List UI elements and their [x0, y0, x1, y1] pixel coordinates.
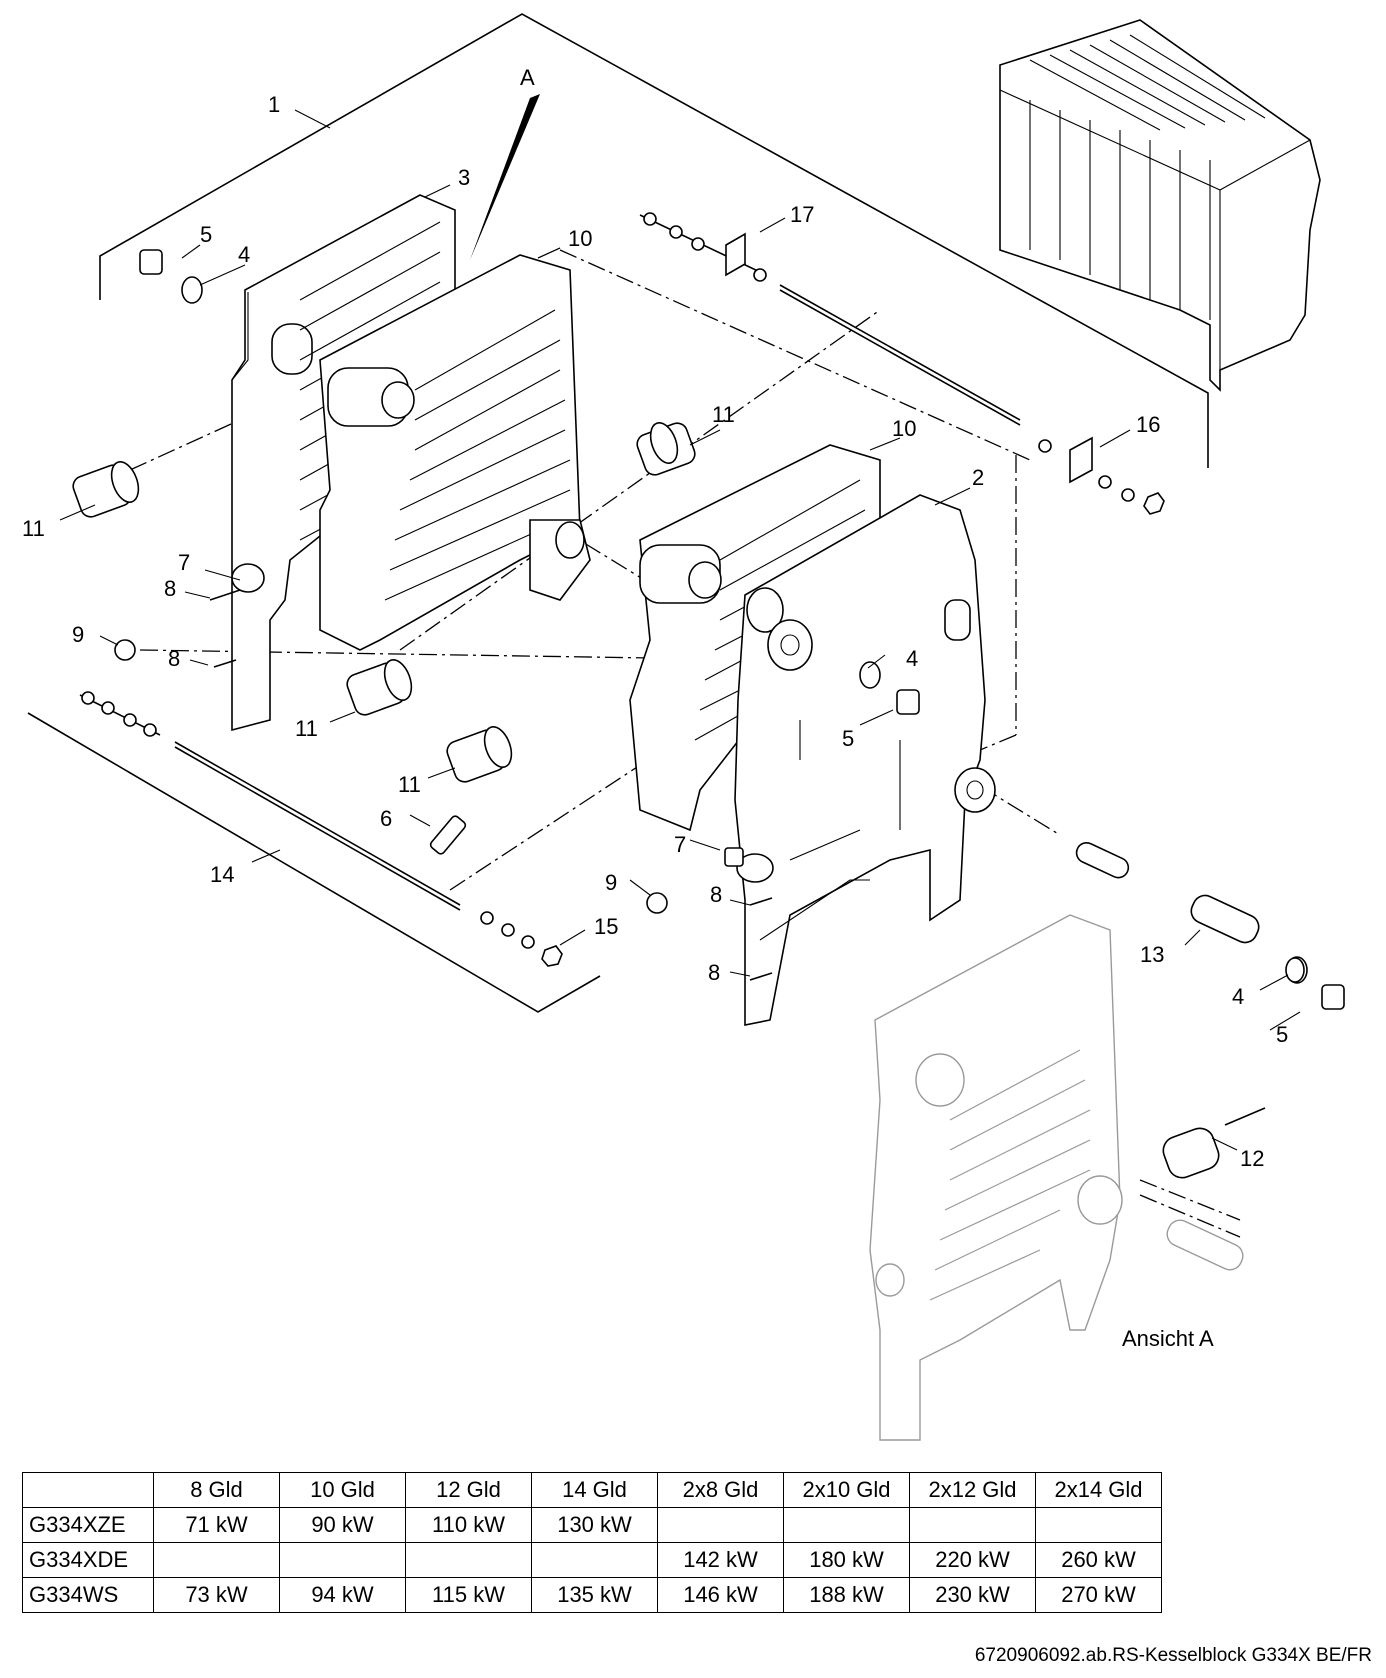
tie-rod-lower: [79, 691, 563, 967]
callout-8: 8: [708, 960, 720, 985]
table-cell: 260 kW: [1035, 1542, 1162, 1578]
middle-section-left: [319, 254, 591, 651]
column-header: 8 Gld: [153, 1472, 280, 1508]
table-cell: [153, 1542, 280, 1578]
table-cell: 110 kW: [405, 1507, 532, 1543]
table-row: G334XDE 142 kW 180 kW 220 kW 260 kW: [22, 1542, 1162, 1578]
table-cell: 94 kW: [279, 1577, 406, 1613]
callout-3: 3: [458, 165, 470, 190]
output-table: 8 Gld 10 Gld 12 Gld 14 Gld 2x8 Gld 2x10 …: [22, 1472, 1162, 1613]
callout-labels: 1 A 3 5 4 10 17 11 10 16 2 11 7 8 9 8 4 …: [22, 65, 1288, 1351]
view-a-arrow: [470, 94, 540, 260]
callout-13: 13: [1140, 942, 1164, 967]
callout-4: 4: [238, 242, 250, 267]
table-cell: 130 kW: [531, 1507, 658, 1543]
table-cell: 71 kW: [153, 1507, 280, 1543]
callout-a: A: [520, 65, 535, 90]
row-model: G334WS: [22, 1577, 154, 1613]
table-row: G334XZE 71 kW 90 kW 110 kW 130 kW: [22, 1507, 1162, 1543]
sleeves: [72, 422, 696, 783]
callout-11: 11: [22, 516, 45, 541]
table-cell: 135 kW: [531, 1577, 658, 1613]
column-header: 14 Gld: [531, 1472, 658, 1508]
front-end-section: [734, 494, 996, 1026]
row-model: G334XZE: [22, 1507, 154, 1543]
table-cell: [531, 1542, 658, 1578]
callout-16: 16: [1136, 412, 1160, 437]
table-cell: [1035, 1507, 1162, 1543]
column-header: 2x14 Gld: [1035, 1472, 1162, 1508]
callout-15: 15: [594, 914, 618, 939]
callout-11: 11: [295, 716, 318, 741]
table-cell: 188 kW: [783, 1577, 910, 1613]
assembly-frame: [27, 13, 1209, 1013]
row-model: G334XDE: [22, 1542, 154, 1578]
tie-rod-upper: [639, 212, 1165, 515]
callout-6: 6: [380, 806, 392, 831]
table-cell: [783, 1507, 910, 1543]
view-a-section: [869, 914, 1266, 1441]
table-cell: 270 kW: [1035, 1577, 1162, 1613]
table-cell: 115 kW: [405, 1577, 532, 1613]
column-header: 2x8 Gld: [657, 1472, 784, 1508]
callout-7: 7: [674, 832, 686, 857]
callout-1: 1: [268, 92, 280, 117]
document-reference: 6720906092.ab.RS-Kesselblock G334X BE/FR: [974, 1645, 1372, 1666]
callout-8: 8: [168, 646, 180, 671]
callout-9: 9: [72, 622, 84, 647]
callout-11: 11: [398, 772, 421, 797]
column-header: 2x12 Gld: [909, 1472, 1036, 1508]
table-cell: [909, 1507, 1036, 1543]
callout-4: 4: [1232, 984, 1244, 1009]
callout-8: 8: [164, 576, 176, 601]
column-header: 12 Gld: [405, 1472, 532, 1508]
column-header: 2x10 Gld: [783, 1472, 910, 1508]
callout-leaders: [59, 109, 1301, 1151]
table-cell: [405, 1542, 532, 1578]
exploded-view-drawing: 1 A 3 5 4 10 17 11 10 16 2 11 7 8 9 8 4 …: [22, 13, 1345, 1441]
table-cell: 230 kW: [909, 1577, 1036, 1613]
table-row: G334WS 73 kW 94 kW 115 kW 135 kW 146 kW …: [22, 1577, 1162, 1613]
callout-14: 14: [210, 862, 234, 887]
callout-12: 12: [1240, 1146, 1264, 1171]
callout-9: 9: [605, 870, 617, 895]
callout-5: 5: [200, 222, 212, 247]
table-header-row: 8 Gld 10 Gld 12 Gld 14 Gld 2x8 Gld 2x10 …: [22, 1472, 1162, 1508]
callout-2: 2: [972, 465, 984, 490]
callout-17: 17: [790, 202, 814, 227]
callout-10: 10: [892, 416, 916, 441]
table-corner-cell: [22, 1472, 154, 1508]
callout-4: 4: [906, 646, 918, 671]
table-cell: [657, 1507, 784, 1543]
table-cell: 142 kW: [657, 1542, 784, 1578]
callout-5: 5: [1276, 1022, 1288, 1047]
callout-8: 8: [710, 882, 722, 907]
table-cell: 73 kW: [153, 1577, 280, 1613]
callout-7: 7: [178, 550, 190, 575]
table-cell: 146 kW: [657, 1577, 784, 1613]
table-cell: 90 kW: [279, 1507, 406, 1543]
assembled-block-thumbnail: [999, 19, 1321, 392]
small-parts: [114, 249, 1345, 1010]
callout-10: 10: [568, 226, 592, 251]
table-cell: 180 kW: [783, 1542, 910, 1578]
view-a-label: Ansicht A: [1122, 1326, 1214, 1351]
callout-5: 5: [842, 726, 854, 751]
table-cell: [279, 1542, 406, 1578]
column-header: 10 Gld: [279, 1472, 406, 1508]
table-cell: 220 kW: [909, 1542, 1036, 1578]
callout-11: 11: [712, 402, 735, 427]
